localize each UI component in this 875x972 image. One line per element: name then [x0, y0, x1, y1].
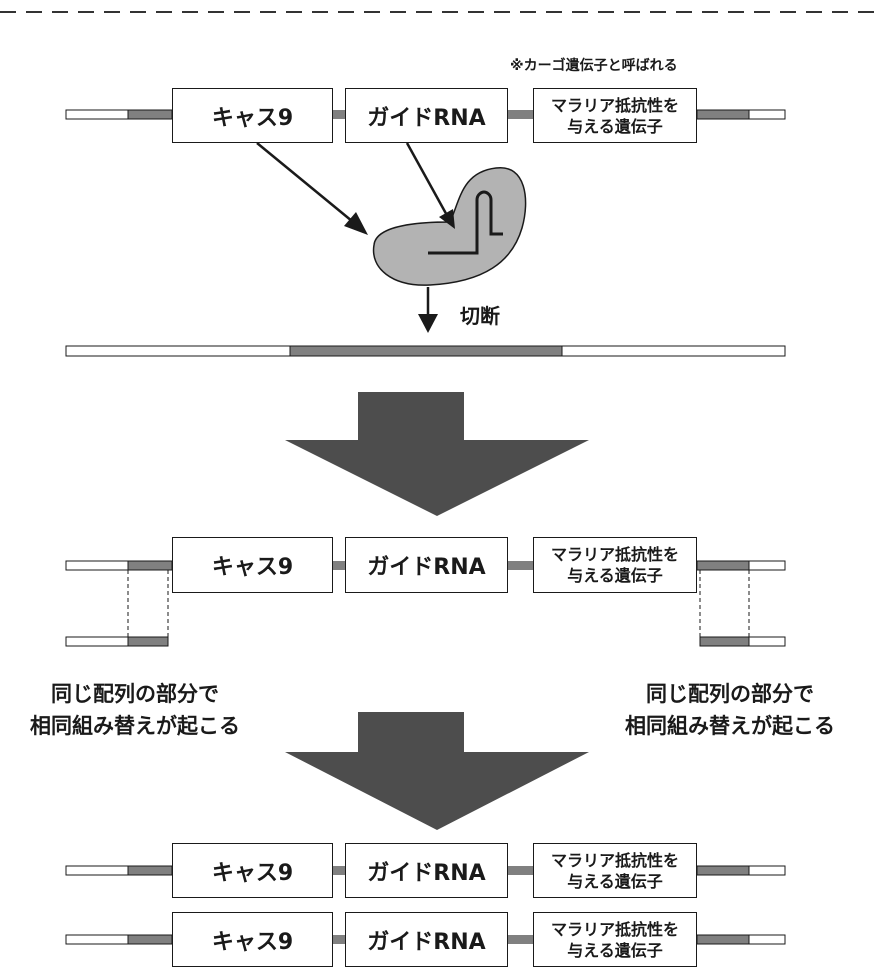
linker — [508, 110, 533, 119]
homology-arm-left — [127, 560, 173, 571]
cas9-complex — [372, 167, 527, 286]
cas9-gene-box: キャス9 — [172, 88, 333, 143]
homology-arm-right — [696, 560, 750, 571]
malaria-resistance-gene-box: マラリア抵抗性を 与える遺伝子 — [533, 88, 697, 143]
linker — [508, 561, 533, 570]
arrowhead — [439, 209, 455, 229]
flank-left-white — [65, 934, 129, 945]
homology-arm-left — [127, 934, 173, 945]
malaria-resistance-label: マラリア抵抗性を 与える遺伝子 — [550, 850, 679, 891]
arrow-guide-to-complex — [405, 142, 451, 220]
guide-rna-gene-box: ガイドRNA — [345, 912, 508, 967]
cas9-gene-box: キャス9 — [172, 912, 333, 967]
linker — [508, 866, 533, 875]
malaria-resistance-label: マラリア抵抗性を 与える遺伝子 — [550, 95, 679, 136]
linker — [333, 561, 345, 570]
chromosome-white — [561, 345, 786, 357]
guide-rna-gene-box: ガイドRNA — [345, 537, 508, 593]
construct-4-flanks — [65, 934, 786, 945]
malaria-resistance-gene-box: マラリア抵抗性を 与える遺伝子 — [533, 843, 697, 898]
fragment-right-white — [748, 636, 786, 647]
homology-arm-right — [696, 934, 750, 945]
construct-3-flanks — [65, 865, 786, 876]
flank-left-white — [65, 865, 129, 876]
homology-arm-right — [696, 109, 750, 120]
guide-rna-strand — [428, 190, 503, 255]
cargo-gene-note: ※カーゴ遺伝子と呼ばれる — [510, 58, 678, 74]
arrowhead — [418, 314, 438, 333]
fragment-left-arm — [127, 636, 169, 647]
flank-left-white — [65, 560, 129, 571]
linker — [333, 110, 345, 119]
homology-arm-left — [127, 109, 173, 120]
guide-rna-gene-box: ガイドRNA — [345, 88, 508, 143]
cas9-label: キャス9 — [211, 929, 294, 955]
malaria-resistance-label: マラリア抵抗性を 与える遺伝子 — [550, 919, 679, 960]
guide-rna-label: ガイドRNA — [367, 929, 486, 955]
cas9-label: キャス9 — [211, 105, 294, 131]
chromosome-target-region — [289, 345, 563, 357]
big-down-arrow-1 — [285, 392, 589, 516]
chromosome-white — [65, 345, 291, 357]
flank-left-white — [65, 109, 129, 120]
flank-right-white — [748, 934, 786, 945]
homology-arm-left — [127, 865, 173, 876]
malaria-resistance-gene-box: マラリア抵抗性を 与える遺伝子 — [533, 537, 697, 593]
cas9-label: キャス9 — [211, 555, 294, 580]
cas9-gene-box: キャス9 — [172, 843, 333, 898]
linker — [333, 935, 345, 944]
flank-right-white — [748, 109, 786, 120]
construct-1-flanks — [65, 109, 786, 120]
cut-label: 切断 — [460, 304, 500, 328]
malaria-resistance-label: マラリア抵抗性を 与える遺伝子 — [550, 545, 679, 585]
malaria-resistance-gene-box: マラリア抵抗性を 与える遺伝子 — [533, 912, 697, 967]
flank-right-white — [748, 560, 786, 571]
linker — [508, 935, 533, 944]
linker — [333, 866, 345, 875]
chromosome-fragments — [65, 636, 786, 647]
fragment-right-arm — [699, 636, 750, 647]
cas9-gene-box: キャス9 — [172, 537, 333, 593]
recombination-caption-left: 同じ配列の部分で 相同組み替えが起こる — [30, 682, 240, 738]
target-chromosome — [65, 345, 786, 357]
flank-right-white — [748, 865, 786, 876]
guide-rna-label: ガイドRNA — [367, 555, 486, 580]
arrow-cas9-to-complex — [256, 142, 359, 227]
guide-rna-gene-box: ガイドRNA — [345, 843, 508, 898]
fragment-left-white — [65, 636, 129, 647]
cas9-label: キャス9 — [211, 860, 294, 886]
guide-rna-label: ガイドRNA — [367, 105, 486, 131]
recombination-caption-right: 同じ配列の部分で 相同組み替えが起こる — [625, 682, 835, 738]
homology-arm-right — [696, 865, 750, 876]
guide-rna-label: ガイドRNA — [367, 860, 486, 886]
arrowhead — [344, 212, 368, 235]
big-down-arrow-2 — [285, 712, 589, 830]
